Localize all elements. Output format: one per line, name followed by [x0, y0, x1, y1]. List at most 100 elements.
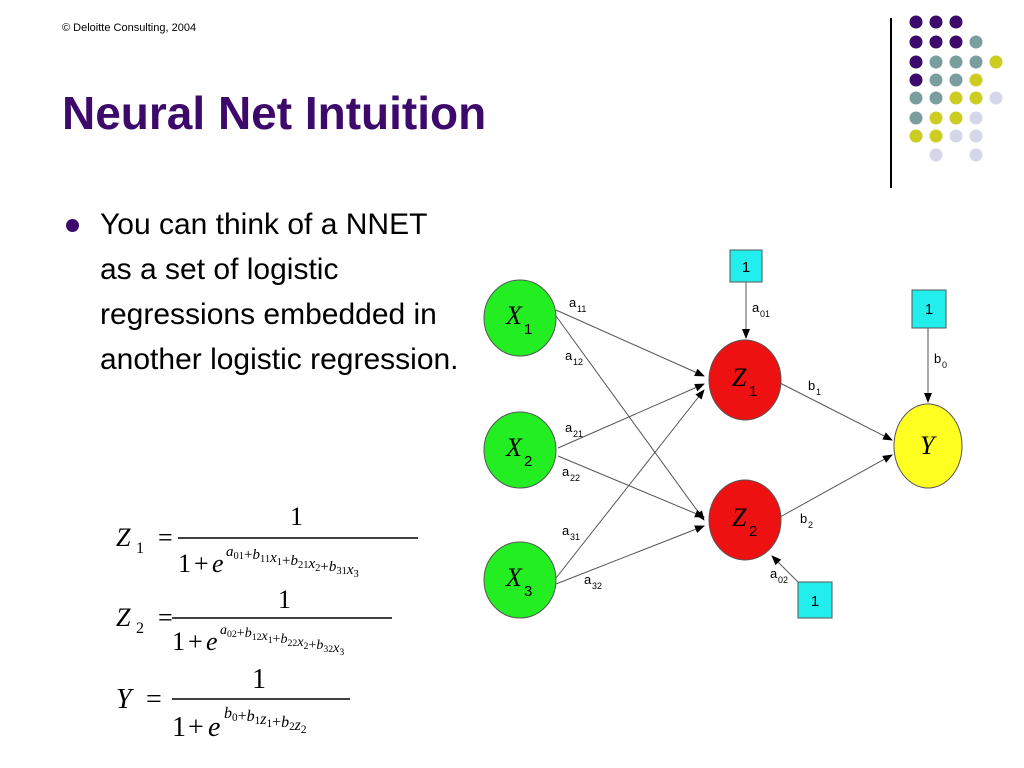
svg-text:a: a [569, 295, 577, 310]
decorative-dot [989, 91, 1003, 105]
decorative-dot [909, 73, 923, 87]
eq3-plus: + [188, 712, 204, 743]
svg-text:12: 12 [573, 357, 583, 367]
svg-text:22: 22 [570, 473, 580, 483]
eq1-one: 1 [178, 549, 191, 578]
svg-text:1: 1 [749, 383, 757, 400]
decorative-divider [890, 18, 892, 188]
equation-z2: Z 2 = 1 1 + e a02+b12x1+b22x2+b32x3 [116, 585, 392, 658]
decorative-dot [909, 55, 923, 69]
decorative-dot [949, 15, 963, 29]
svg-text:1: 1 [816, 387, 821, 397]
svg-text:1: 1 [811, 593, 819, 610]
edge-z2-y [779, 454, 893, 518]
decorative-dot [909, 35, 923, 49]
decorative-dot [969, 35, 983, 49]
svg-text:=: = [158, 603, 173, 632]
edge-z1-y [779, 382, 893, 441]
eq1-plus: + [194, 549, 209, 578]
decorative-dot [969, 111, 983, 125]
decorative-dot [989, 55, 1003, 69]
decorative-dot-grid [909, 15, 1003, 162]
decorative-dot [949, 111, 963, 125]
edge-x1-z1 [555, 309, 705, 377]
node-x1: X 1 [483, 279, 557, 357]
svg-text:31: 31 [570, 532, 580, 542]
svg-text:Z: Z [732, 363, 747, 392]
svg-text:1: 1 [742, 259, 750, 276]
svg-text:a: a [562, 464, 570, 479]
edge-x3-z1 [555, 389, 705, 579]
eq2-one: 1 [172, 627, 185, 656]
eq3-lhs-var: Y [116, 684, 135, 715]
node-z1: Z 1 [708, 339, 782, 421]
eq1-numerator: 1 [290, 502, 303, 531]
decorative-dot [949, 35, 963, 49]
copyright-notice: © Deloitte Consulting, 2004 [62, 22, 197, 34]
svg-text:1: 1 [925, 301, 933, 318]
svg-text:b: b [800, 511, 807, 526]
slide-title: Neural Net Intuition [62, 87, 487, 139]
bullet-icon [66, 219, 79, 232]
decorative-dot [929, 15, 943, 29]
svg-text:2: 2 [749, 523, 757, 540]
decorative-dot [969, 148, 983, 162]
node-x2: X 2 [483, 411, 557, 489]
eq2-base: e [206, 627, 218, 656]
edge-x1-z2 [555, 315, 705, 521]
node-x3: X 3 [483, 541, 557, 619]
decorative-dot [949, 73, 963, 87]
eq2-lhs-var: Z [116, 603, 131, 632]
bias-box-z2: 1 [797, 581, 833, 619]
svg-text:02: 02 [778, 575, 788, 585]
eq1-base: e [212, 549, 224, 578]
decorative-dot [909, 91, 923, 105]
svg-text:a: a [770, 566, 778, 581]
edge-x2-z2 [557, 455, 705, 518]
svg-text:X: X [505, 433, 523, 462]
decorative-dot [909, 129, 923, 143]
eq2-exponent: a02+b12x1+b22x2+b32x3 [220, 623, 344, 658]
svg-text:0: 0 [942, 360, 947, 370]
svg-text:21: 21 [573, 429, 583, 439]
svg-text:X: X [505, 563, 523, 592]
decorative-dot [969, 91, 983, 105]
decorative-dot [909, 15, 923, 29]
svg-text:=: = [146, 684, 162, 715]
decorative-dot [969, 73, 983, 87]
eq2-lhs-sub: 2 [136, 620, 144, 637]
svg-text:11: 11 [577, 304, 586, 314]
svg-text:a: a [584, 572, 592, 587]
svg-text:a: a [565, 420, 573, 435]
decorative-dot [969, 129, 983, 143]
eq3-exponent: b0+b1z1+b2z2 [224, 705, 307, 736]
svg-text:a: a [565, 348, 573, 363]
decorative-dot [949, 55, 963, 69]
svg-text:2: 2 [808, 520, 813, 530]
svg-text:b: b [808, 378, 815, 393]
eq3-base: e [208, 712, 220, 743]
decorative-dot [929, 35, 943, 49]
decorative-dot [929, 91, 943, 105]
decorative-dot [929, 73, 943, 87]
eq3-numerator: 1 [252, 664, 266, 695]
svg-text:b: b [934, 351, 941, 366]
decorative-dot [929, 129, 943, 143]
decorative-dot [929, 55, 943, 69]
edge-x3-z2 [555, 525, 705, 585]
svg-text:3: 3 [524, 583, 532, 600]
equation-z1: Z 1 = 1 1 + e a01+b11x1+b21x2+b31x3 [116, 502, 418, 580]
decorative-dot [969, 55, 983, 69]
svg-text:Z: Z [732, 503, 747, 532]
bullet-list: You can think of a NNET as a set of logi… [60, 202, 460, 382]
equation-y: Y = 1 1 + e b0+b1z1+b2z2 [116, 664, 350, 743]
eq2-plus: + [188, 627, 203, 656]
